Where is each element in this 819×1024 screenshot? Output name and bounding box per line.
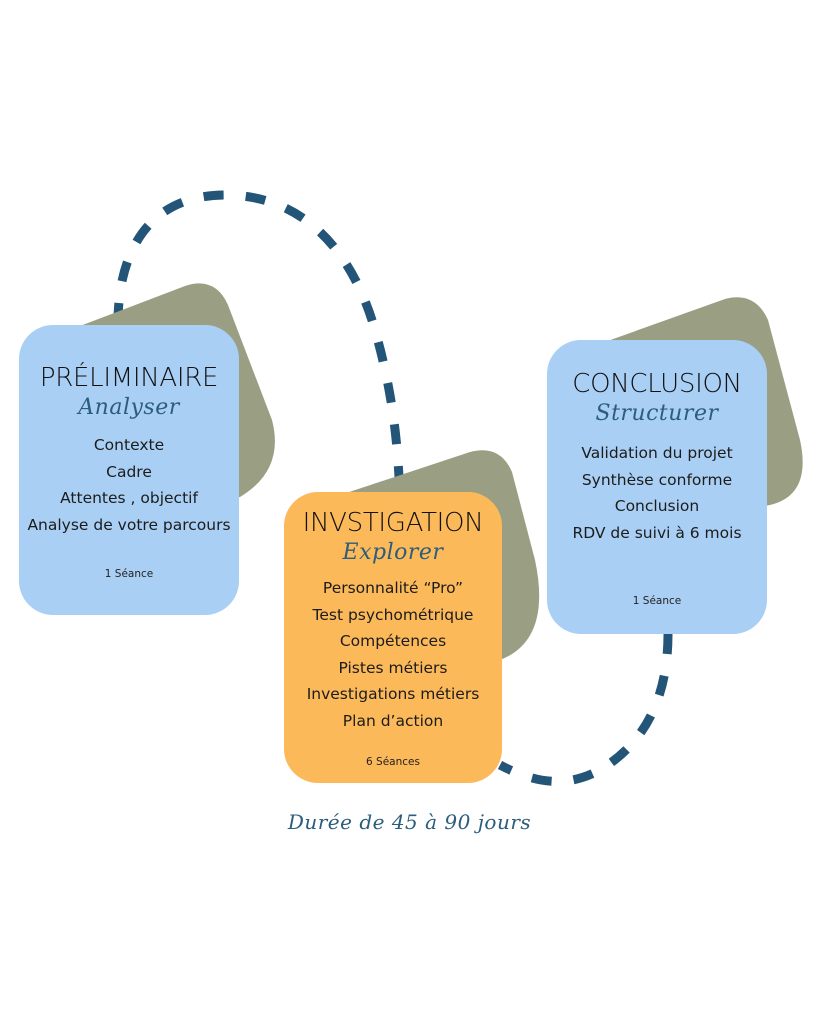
stage-sessions: 1 Séance: [104, 568, 154, 580]
stage-item: Synthèse conforme: [581, 470, 733, 489]
stage-card-investigation: INVSTIGATION Explorer Personnalité “Pro”…: [284, 492, 502, 783]
stage-item: Compétences: [339, 632, 447, 650]
stage-item: Investigations métiers: [306, 685, 480, 703]
process-path-upper: [113, 190, 405, 501]
stage-item: Analyse de votre parcours: [27, 515, 231, 534]
stage-item: Cadre: [106, 462, 152, 481]
stage-item: Personnalité “Pro”: [322, 579, 464, 597]
stage-item: RDV de suivi à 6 mois: [572, 523, 742, 542]
stage-items: Contexte Cadre Attentes , objectif Analy…: [19, 432, 239, 538]
stage-card-conclusion: CONCLUSION Structurer Validation du proj…: [547, 340, 767, 634]
stage-items: Personnalité “Pro” Test psychométrique C…: [284, 575, 502, 734]
stage-item: Pistes métiers: [338, 658, 448, 677]
stage-item: Validation du projet: [581, 444, 733, 462]
stage-item: Conclusion: [614, 497, 700, 515]
stage-subtitle: Analyser: [78, 395, 180, 420]
stage-title: CONCLUSION: [572, 369, 742, 399]
stage-items: Validation du projet Synthèse conforme C…: [547, 440, 767, 546]
stage-item: Plan d’action: [342, 711, 444, 730]
stage-subtitle: Structurer: [595, 401, 719, 426]
stage-subtitle: Explorer: [342, 540, 444, 565]
stage-item: Test psychométrique: [312, 605, 474, 624]
stage-title: PRÉLIMINAIRE: [39, 363, 219, 393]
duration-caption: Durée de 45 à 90 jours: [287, 810, 532, 834]
stage-sessions: 1 Séance: [632, 595, 682, 607]
stage-title: INVSTIGATION: [302, 508, 484, 538]
stage-item: Attentes , objectif: [60, 489, 198, 507]
process-path-lower: [497, 633, 673, 786]
stage-card-preliminaire: PRÉLIMINAIRE Analyser Contexte Cadre Att…: [19, 325, 239, 615]
stage-item: Contexte: [93, 436, 165, 454]
stage-sessions: 6 Séances: [366, 756, 420, 768]
